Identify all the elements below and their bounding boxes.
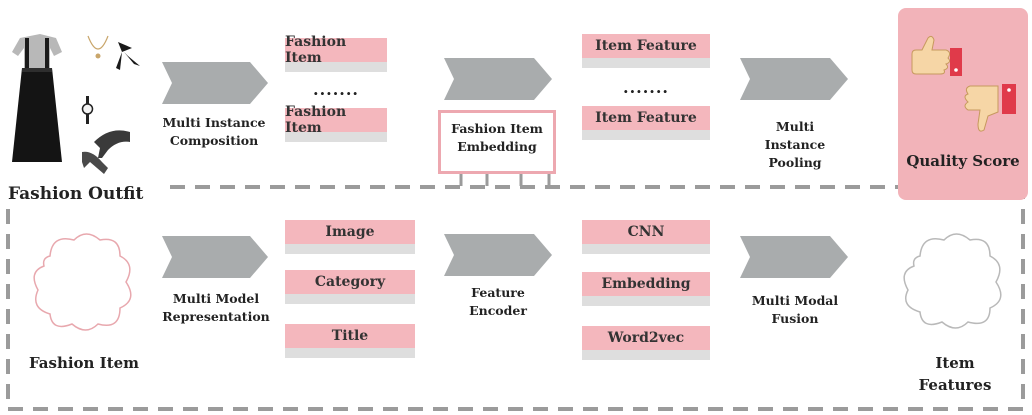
item-feature-box: Item Feature [582, 34, 710, 68]
multi-instance-pooling-label: Multi Instance Pooling [764, 119, 826, 170]
quality-score-label: Quality Score [906, 152, 1020, 170]
encoder-box-word2vec: Word2vec [582, 326, 710, 360]
encoder-label: Word2vec [607, 330, 685, 346]
encoder-arrow [444, 234, 552, 276]
fashion-item-box-label: Fashion Item [285, 104, 347, 136]
pooling-arrow [740, 58, 848, 100]
cloud-icon [903, 233, 1002, 329]
modality-box-category: Category [285, 270, 415, 304]
cloud-icon [33, 233, 132, 331]
fashion-item-embedding-box: Fashion Item Embedding [438, 110, 556, 174]
item-feature-box-label: Item Feature [595, 110, 697, 126]
composition-arrow [162, 62, 268, 104]
modality-label: Title [331, 328, 369, 344]
encoder-box-embedding: Embedding [582, 272, 710, 306]
fashion-item-box: Fashion Item [285, 34, 387, 72]
fashion-item-box: Fashion Item [285, 104, 387, 142]
outfit-clothing-icon [12, 34, 140, 174]
features-ellipsis: ....... [623, 78, 669, 97]
modality-box-title: Title [285, 324, 415, 358]
encoder-box-cnn: CNN [582, 220, 710, 254]
multi-instance-composition-label: Multi Instance Composition [162, 115, 266, 148]
embedding-arrow [444, 58, 552, 100]
multi-model-representation-label: Multi Model Representation [162, 291, 270, 324]
item-feature-box-label: Item Feature [595, 38, 697, 54]
encoder-label: Embedding [601, 276, 691, 292]
multi-modal-fusion-label: Multi Modal Fusion [751, 293, 839, 326]
fashion-outfit-label: Fashion Outfit [8, 184, 144, 204]
modality-label: Category [314, 274, 386, 290]
fusion-arrow [740, 236, 848, 278]
quality-score-panel: Quality Score [898, 8, 1028, 200]
representation-arrow [162, 236, 268, 278]
modality-box-image: Image [285, 220, 415, 254]
fashion-item-embedding-label: Fashion Item Embedding [451, 121, 543, 154]
fashion-item-label: Fashion Item [28, 354, 140, 372]
item-features-label: Item Features [918, 354, 992, 394]
feature-encoder-label: Feature Encoder [469, 285, 527, 318]
items-ellipsis: ....... [313, 80, 359, 99]
thumbs-down-icon [964, 84, 1016, 132]
item-feature-box: Item Feature [582, 106, 710, 140]
thumbs-up-icon [911, 35, 962, 76]
fashion-item-box-label: Fashion Item [285, 34, 347, 66]
modality-label: Image [325, 224, 375, 240]
encoder-label: CNN [627, 224, 665, 240]
